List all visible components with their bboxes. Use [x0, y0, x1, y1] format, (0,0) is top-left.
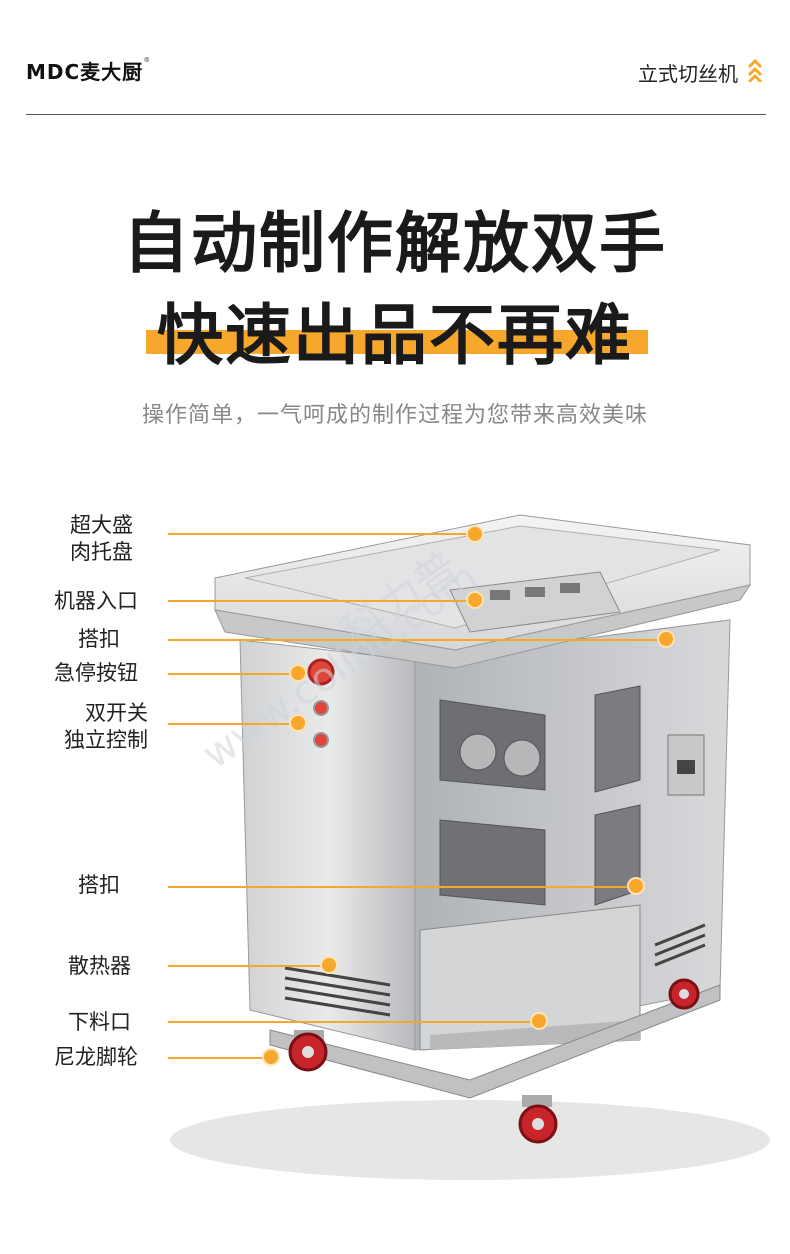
callout-text: 散热器 [68, 954, 131, 978]
blade-roller [503, 739, 541, 777]
callout-text: 下料口 [68, 1010, 131, 1034]
leader-line [168, 639, 666, 641]
callout-dot [289, 714, 307, 732]
leader-line [168, 965, 328, 967]
header-divider [26, 114, 766, 115]
callout-text: 搭扣 [78, 873, 120, 897]
logo-text: MDC麦大厨 [26, 60, 144, 84]
machine-illustration: 科力普 www.colipu.com [170, 514, 770, 1180]
callout-text: 急停按钮 [54, 661, 138, 685]
leader-line [168, 1057, 268, 1059]
floor-shadow [170, 1100, 770, 1180]
tray-rim [214, 584, 752, 669]
tray-inner [244, 525, 721, 629]
callout-switches: 双开关 独立控制 [54, 700, 148, 754]
callout-dot [262, 1048, 280, 1066]
inlet-slot [490, 590, 510, 600]
callout-inlet: 机器入口 [54, 588, 138, 615]
callout-text: 肉托盘 [70, 540, 133, 564]
callout-casters: 尼龙脚轮 [54, 1044, 138, 1071]
leader-line [168, 600, 474, 602]
callout-latch-top: 搭扣 [78, 626, 120, 653]
headline-highlight [146, 330, 648, 354]
headline-line-1: 自动制作解放双手 [123, 205, 667, 282]
side-window [594, 685, 641, 793]
switch-button-1 [313, 700, 329, 716]
handle-grip [677, 760, 695, 774]
callout-dot [320, 956, 338, 974]
leader-line [168, 673, 296, 675]
heat-vent-right [654, 923, 706, 967]
caster-wheel [518, 1095, 558, 1144]
callout-latch-bottom: 搭扣 [78, 872, 120, 899]
caster-wheel [668, 978, 700, 1010]
subtitle: 操作简单，一气呵成的制作过程为您带来高效美味 [141, 403, 648, 428]
callout-tray: 超大盛 肉托盘 [70, 512, 133, 566]
callout-outlet: 下料口 [68, 1009, 131, 1036]
lower-window [439, 819, 546, 906]
registered-mark: ® [143, 56, 152, 64]
callout-dot [466, 591, 484, 609]
leader-line [168, 1021, 538, 1023]
header: MDC麦大厨® 立式切丝机 [0, 0, 790, 116]
callout-dot [289, 664, 307, 682]
caster-wheel [288, 1030, 328, 1072]
leader-line [168, 886, 634, 888]
callout-text: 超大盛 [70, 513, 133, 537]
callout-estop: 急停按钮 [54, 660, 138, 687]
headline-line-2: 快速出品不再难 [157, 297, 633, 374]
inlet-slot [560, 583, 580, 593]
callout-text: 搭扣 [78, 627, 120, 651]
base-frame [269, 984, 721, 1099]
double-chevron-up-icon [747, 58, 763, 82]
callout-dot [627, 877, 645, 895]
callout-text: 尼龙脚轮 [54, 1045, 138, 1069]
callout-text: 双开关 [85, 701, 148, 725]
callout-text: 独立控制 [64, 728, 148, 752]
inlet-slot [525, 587, 545, 597]
blade-roller [459, 733, 497, 771]
product-name: 立式切丝机 [638, 62, 738, 86]
emergency-stop-button [307, 658, 335, 686]
callout-text: 机器入口 [54, 589, 138, 613]
callout-dot [530, 1012, 548, 1030]
brand-logo[interactable]: MDC麦大厨® [26, 56, 151, 85]
leader-line [168, 723, 296, 725]
callout-dot [466, 525, 484, 543]
callout-dot [657, 630, 675, 648]
heat-vent [284, 966, 391, 1017]
switch-button-2 [313, 732, 329, 748]
leader-line [168, 533, 474, 535]
callout-radiator: 散热器 [68, 953, 131, 980]
